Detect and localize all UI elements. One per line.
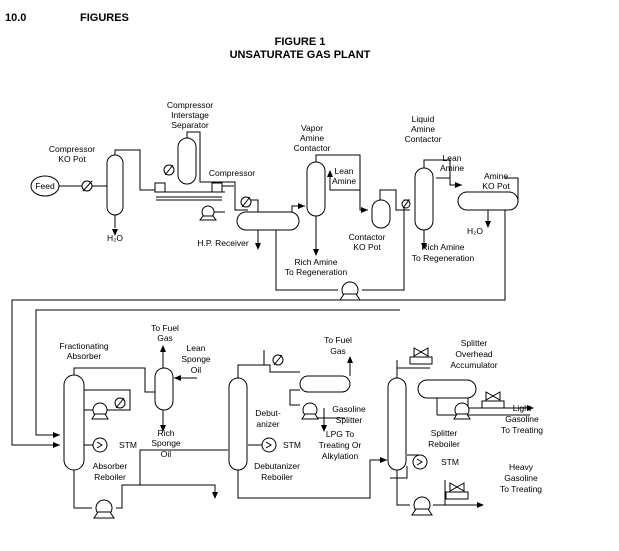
label-liquid-contactor-1: Liquid [412,114,435,124]
label-compressor-ko-pot-1: Compressor [49,144,95,154]
label-lean-amine-b-1: Lean [443,153,462,163]
light-gasoline-cooler [481,400,505,409]
gasoline-splitter-drum [299,375,351,393]
label-compressor: Compressor [209,168,255,178]
splitter-overhead-accumulator [417,379,477,399]
label-stm-b: STM [283,440,301,450]
label-rich-sponge-3: Oil [161,449,172,459]
label-vapor-contactor-1: Vapor [301,123,323,133]
label-stm-c: STM [441,457,459,467]
label-contactor-ko-1: Contactor [349,232,386,242]
splitter-column [387,377,407,471]
label-splitter-reboiler-2: Reboiler [428,439,460,449]
liquid-amine-contactor [414,167,434,231]
label-fuel-gas-b-1: To Fuel [324,335,352,345]
label-lean-amine-a-1: Lean [335,166,354,176]
transfer-line-2 [35,309,400,436]
label-splitter-accum-2: Overhead [455,349,493,359]
label-light-gasoline-3: To Treating [501,425,543,435]
bottom-labels: Fractionating Absorber To Fuel Gas Lean … [59,323,543,494]
label-liquid-contactor-2: Amine [411,124,435,134]
label-gasoline-splitter-2: Splitter [336,415,363,425]
label-splitter-accum-1: Splitter [461,338,488,348]
bottom-equipment [63,347,505,519]
label-stm-a: STM [119,440,137,450]
label-lean-sponge-1: Lean [187,343,206,353]
label-splitter-accum-3: Accumulator [450,360,497,370]
label-amine-ko-2: KO Pot [482,181,510,191]
label-hp-receiver: H.P. Receiver [197,238,249,248]
label-absorber-reboiler-2: Reboiler [94,472,126,482]
figure-number: FIGURE 1 [275,36,326,48]
label-frac-absorber-2: Absorber [67,351,102,361]
label-lpg-2: Treating Or [319,440,362,450]
label-heavy-gasoline-3: To Treating [500,484,542,494]
label-debutanizer-2: anizer [256,419,279,429]
compressor-ko-pot [106,154,124,216]
hp-receiver [236,211,300,231]
label-gasoline-splitter-1: Gasoline [332,404,366,414]
label-fuel-gas-a-1: To Fuel [151,323,179,333]
label-rich-sponge-2: Sponge [151,438,181,448]
label-heavy-gasoline-1: Heavy [509,462,534,472]
top-labels: Feed Compressor KO Pot Compressor Inters… [35,100,510,277]
label-vapor-contactor-3: Contactor [294,143,331,153]
label-contactor-ko-2: KO Pot [353,242,381,252]
absorber-reboiler [92,437,108,453]
label-debutanizer-1: Debut- [255,408,281,418]
section-heading: FIGURES [80,12,129,24]
label-rich-sponge-1: Rich [157,428,174,438]
label-lean-sponge-3: Oil [191,365,202,375]
label-liquid-contactor-3: Contactor [405,134,442,144]
label-lean-amine-a-2: Amine [332,176,356,186]
label-interstage-3: Separator [171,120,208,130]
interstage-separator [177,137,197,185]
label-lean-amine-b-2: Amine [440,163,464,173]
label-light-gasoline-2: Gasoline [505,414,539,424]
label-splitter-reboiler-1: Splitter [431,428,458,438]
label-rich-amine-b-2: To Regeneration [412,253,475,263]
figure-title: UNSATURATE GAS PLANT [230,49,371,61]
amine-ko-pot [457,191,519,211]
top-equipment [30,137,519,301]
section-number: 10.0 [5,12,26,24]
label-rich-amine-a-1: Rich Amine [295,257,338,267]
label-lean-sponge-2: Sponge [181,354,211,364]
label-h2o-a: H₂O [107,233,123,243]
label-lpg-1: LPG To [326,429,354,439]
label-fuel-gas-a-2: Gas [157,333,173,343]
splitter-reboiler [412,454,428,470]
label-amine-ko-1: Amine [484,171,508,181]
label-light-gasoline-1: Light [513,403,532,413]
label-compressor-ko-pot-2: KO Pot [58,154,86,164]
label-rich-amine-a-2: To Regeneration [285,267,348,277]
label-rich-amine-b-1: Rich Amine [422,242,465,252]
label-debut-reboiler-2: Reboiler [261,472,293,482]
label-absorber-reboiler-1: Absorber [93,461,128,471]
top-arrows [112,170,491,256]
bottom-arrows [53,345,534,508]
debutanizer [228,377,248,471]
label-frac-absorber-1: Fractionating [59,341,108,351]
label-heavy-gasoline-2: Gasoline [504,473,538,483]
label-feed: Feed [35,181,55,191]
label-fuel-gas-b-2: Gas [330,346,346,356]
vapor-amine-contactor [306,161,326,217]
label-debut-reboiler-1: Debutanizer [254,461,300,471]
overhead-cooler [409,356,433,365]
fractionating-absorber [63,374,85,471]
label-vapor-contactor-2: Amine [300,133,324,143]
label-h2o-b: H₂O [467,226,483,236]
transfer-line [11,195,506,446]
feed-node [30,175,60,197]
heavy-gasoline-cooler [445,491,469,500]
label-interstage-2: Interstage [171,110,209,120]
debutanizer-reboiler [261,437,277,453]
sponge-absorber [154,367,174,411]
label-interstage-1: Compressor [167,100,213,110]
label-lpg-3: Alkylation [322,451,359,461]
contactor-ko-pot [371,199,391,229]
